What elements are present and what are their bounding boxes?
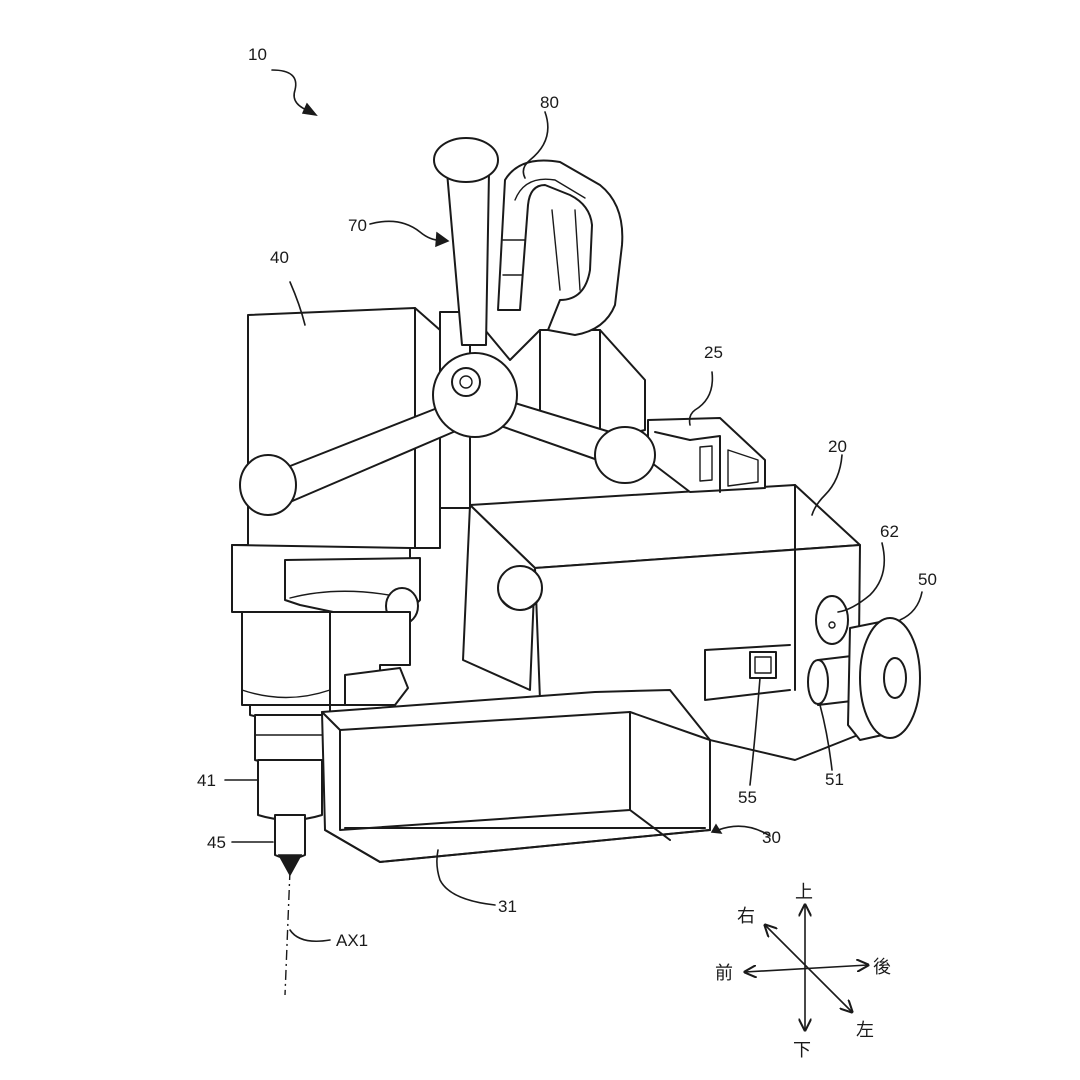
dir-rear: 後 (873, 957, 891, 978)
label-55: 55 (738, 788, 757, 807)
label-50: 50 (918, 570, 937, 589)
label-41: 41 (197, 771, 216, 790)
feed-lever (239, 137, 656, 516)
label-62: 62 (880, 522, 899, 541)
carry-handle (497, 159, 624, 336)
dir-left: 左 (856, 1020, 874, 1041)
spindle-assembly (241, 611, 411, 877)
label-30: 30 (762, 828, 781, 847)
label-51: 51 (825, 770, 844, 789)
label-20: 20 (828, 437, 847, 456)
label-80: 80 (540, 93, 559, 112)
label-40: 40 (270, 248, 289, 267)
dir-right: 右 (737, 906, 755, 927)
leader-lines (224, 69, 923, 943)
axis-line (284, 869, 291, 996)
shaft-and-knobs (807, 595, 921, 741)
battery-pack (647, 417, 766, 493)
dir-down: 下 (793, 1040, 811, 1061)
reference-labels: 10 80 70 40 25 20 62 50 41 45 55 51 30 3… (197, 45, 937, 950)
label-25: 25 (704, 343, 723, 362)
label-10: 10 (248, 45, 267, 64)
base (321, 689, 711, 863)
label-31: 31 (498, 897, 517, 916)
dir-front: 前 (715, 963, 733, 984)
label-ax1: AX1 (336, 931, 368, 950)
direction-indicator: 上 下 前 後 右 左 (715, 882, 891, 1061)
label-45: 45 (207, 833, 226, 852)
label-70: 70 (348, 216, 367, 235)
dir-up: 上 (795, 882, 813, 903)
